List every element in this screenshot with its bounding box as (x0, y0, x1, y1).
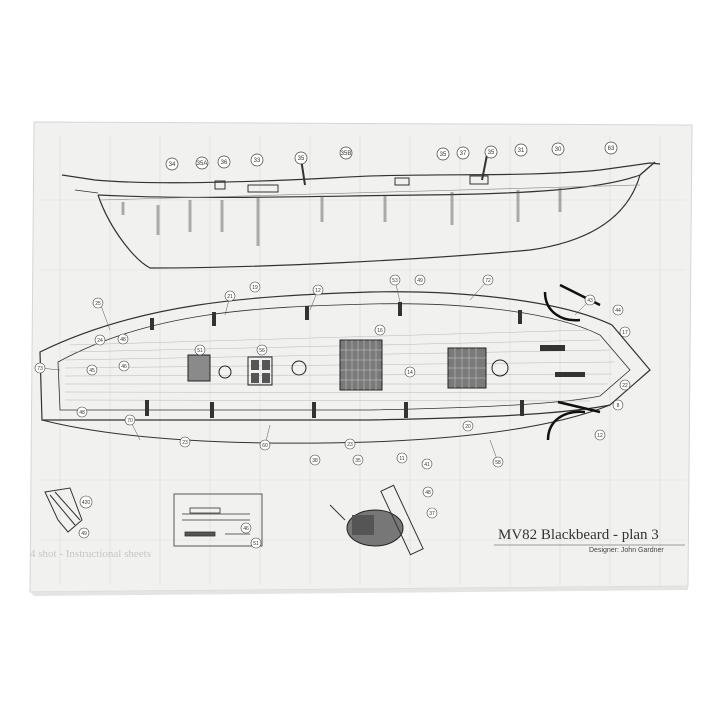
callout-label: 36 (221, 160, 228, 166)
hull-frames (121, 188, 562, 246)
callout-label: 56 (259, 348, 265, 354)
callout-label: 34 (169, 162, 176, 168)
callout-label: 72 (485, 278, 491, 284)
callout-label: 44 (615, 308, 621, 314)
callout-label: 22 (622, 383, 628, 389)
callout-label: 31 (518, 148, 525, 154)
callout-label: 48 (120, 337, 126, 343)
faded-background-text: 4 shot - Instructional sheets (30, 548, 151, 560)
callout-label: 30 (555, 147, 562, 153)
deck-fittings (145, 302, 585, 418)
callouts-details (78, 486, 438, 549)
callout-label: 35B (341, 151, 352, 157)
callout-labels-deck: 25 48 21 19 12 53 49 72 43 44 24 45 73 4… (37, 278, 628, 468)
callout-label: 48 (79, 410, 85, 416)
callout-label: 35 (440, 152, 447, 158)
deck-plan (39, 291, 651, 444)
detail-box (173, 493, 263, 547)
callout-label: 41 (424, 462, 430, 468)
callout-label: 60 (262, 443, 268, 449)
callout-label: 12 (597, 433, 603, 439)
callout-labels-details: 420 49 46 51 48 37 (81, 490, 435, 547)
callout-label: 20 (465, 424, 471, 430)
detail-bracket (44, 487, 83, 533)
callout-label: 35A (197, 161, 208, 167)
callout-label: 70 (127, 418, 133, 424)
callout-label: 45 (89, 368, 95, 374)
callout-label: 16 (377, 328, 383, 334)
callout-label: 35 (298, 156, 305, 162)
callout-label: 37 (429, 511, 435, 517)
callout-labels-profile: 34 35A 36 33 35 35B 35 37 35 31 30 63 (169, 146, 615, 168)
callout-label: 37 (460, 151, 467, 157)
callout-label: 43 (587, 298, 593, 304)
callout-label: 12 (315, 288, 321, 294)
callouts-deck (34, 274, 631, 470)
callout-label: 49 (417, 278, 423, 284)
callout-label: 8 (617, 403, 620, 409)
callout-label: 38 (312, 458, 318, 464)
callout-label: 51 (253, 541, 259, 547)
callout-label: 73 (37, 366, 43, 372)
callout-label: 35 (488, 150, 495, 156)
callout-label: 33 (254, 158, 261, 164)
callout-label: 14 (407, 370, 413, 376)
callout-label: 49 (81, 531, 87, 537)
callout-label: 11 (399, 456, 404, 462)
callout-label: 23 (347, 442, 353, 448)
designer-credit: Designer: John Gardner (589, 547, 664, 554)
callout-label: 21 (227, 294, 233, 300)
detail-carriage (329, 484, 424, 556)
plan-title: MV82 Blackbeard - plan 3 (498, 527, 659, 543)
deck-hatches (187, 339, 509, 391)
callout-label: 46 (243, 526, 249, 532)
hull-profile (61, 161, 661, 269)
callout-label: 17 (622, 330, 628, 336)
callouts-profile (165, 141, 618, 171)
callout-label: 46 (121, 364, 127, 370)
callout-label: 63 (608, 146, 615, 152)
callout-label: 35 (355, 458, 361, 464)
callout-label: 23 (182, 440, 188, 446)
callout-label: 58 (495, 460, 501, 466)
callout-label: 420 (82, 500, 91, 506)
callout-label: 24 (97, 338, 103, 344)
callout-label: 25 (95, 301, 101, 307)
callout-label: 48 (425, 490, 431, 496)
callout-label: 19 (252, 285, 258, 291)
callout-label: 53 (392, 278, 398, 284)
callout-label: 51 (197, 348, 203, 354)
